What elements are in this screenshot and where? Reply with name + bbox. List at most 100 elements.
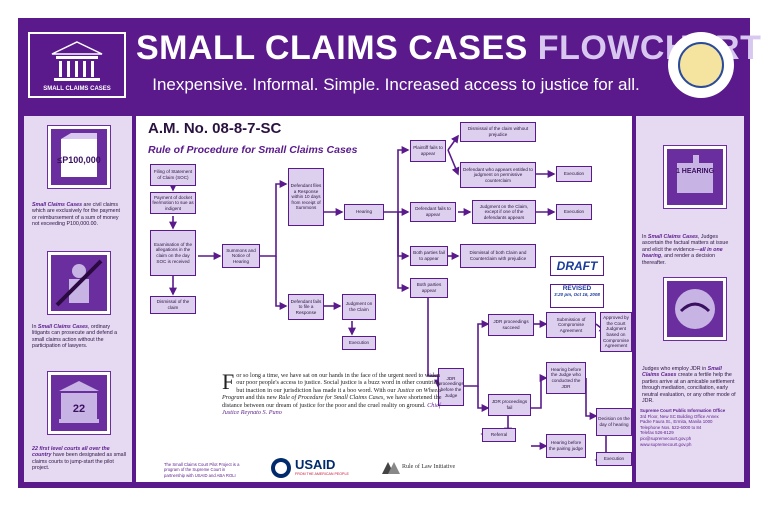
flow-plaintiff-fails: Plaintiff fails to appear: [410, 140, 446, 162]
rol-text: Rule of Law Initiative: [402, 464, 456, 470]
courts-count-text: 22: [72, 403, 86, 415]
no-lawyers-pre: In: [32, 324, 37, 330]
jdr-pre: Judges who employ JDR in: [642, 366, 707, 372]
am-number: A.M. No. 08-8-7-SC: [148, 120, 282, 137]
quote-signature: Chief Justice Reynato S. Puno: [222, 401, 441, 417]
contact-title: Supreme Court Public Information Office: [640, 408, 726, 413]
title-part-a: SMALL CLAIMS CASES: [136, 29, 528, 67]
flow-referral: Referral: [482, 428, 516, 442]
no-lawyer-icon: [55, 259, 103, 307]
right-info-panel: 1 HEARING In Small Claims Cases, Judges …: [636, 116, 744, 482]
flow-defendant-fails: Defendant fails to file a Response: [288, 294, 324, 320]
one-hearing-text: 1 HEARING: [675, 168, 715, 175]
flow-hearing-pairing: Hearing before the pairing judge: [546, 434, 586, 458]
flow-dismissal-no-prejudice: Dismissal of the claim without prejudice: [460, 122, 536, 142]
flow-jdr-succeed: JDR proceedings succeed: [488, 314, 534, 336]
page-title: SMALL CLAIMS CASES FLOWCHART: [136, 28, 761, 68]
draft-stamp: DRAFT: [550, 256, 604, 276]
revised-stamp: REVISED 3:20 pm, Oct 16, 2008: [550, 284, 604, 308]
courthouse-icon: [51, 41, 103, 81]
flow-jdr-fail: JDR proceedings fail: [488, 394, 531, 416]
flow-approved: Approved by the Court Judgment based on …: [600, 312, 632, 352]
flow-jdr-proceedings: JDR proceedings before the Judge: [438, 368, 464, 406]
definition-highlight: Small Claims Cases: [32, 202, 83, 208]
flow-execution-1: Execution: [342, 336, 376, 350]
quote-italic-2: Rule of Procedure for Small Claims Cases: [278, 394, 384, 402]
flow-execution-4: Execution: [596, 452, 632, 466]
revised-label: REVISED: [562, 285, 592, 292]
document-icon: [61, 133, 97, 177]
no-lawyers-highlight: Small Claims Cases: [37, 324, 88, 330]
usaid-logo: USAID FROM THE AMERICAN PEOPLE: [270, 456, 354, 480]
flow-summons: Summons and Notice of Hearing: [222, 244, 260, 268]
no-lawyers-box: [48, 252, 110, 314]
hearing-pre: In: [642, 234, 647, 240]
flow-both-appear: Both parties appear: [410, 278, 448, 298]
flow-payment: Payment of docket fee/motion to sue as i…: [150, 192, 196, 214]
contact-line: Telefax 526-8129: [640, 430, 674, 436]
rule-of-law-logo: Rule of Law Initiative: [382, 458, 464, 480]
handshake-icon: [675, 289, 715, 329]
jdr-description: Judges who employ JDR in Small Claims Ca…: [642, 366, 738, 404]
revised-date: 3:20 pm, Oct 16, 2008: [554, 292, 600, 297]
contact-website[interactable]: www.supremecourt.gov.ph: [640, 441, 692, 447]
courts-count-box: 22: [48, 372, 110, 434]
small-claims-definition: Small Claims Cases are civil claims whic…: [32, 202, 126, 228]
flow-connectors: [169, 134, 608, 464]
partnership-note: The Small Claims Court Pilot Project is …: [164, 462, 240, 478]
jdr-box: [664, 278, 726, 340]
usaid-seal-icon: [271, 458, 291, 478]
flow-dismissal-claim: Dismissal of the claim: [150, 296, 196, 314]
flow-decision: Decision on the day of hearing: [596, 408, 632, 436]
definition-rest: are civil claims which are exclusively f…: [32, 202, 121, 228]
no-lawyers-text: In Small Claims Cases, ordinary litigant…: [32, 324, 126, 350]
no-lawyers-rest: , ordinary litigants can prosecute and d…: [32, 324, 118, 350]
header: SMALL CLAIMS CASES SMALL CLAIMS CASES FL…: [18, 18, 761, 112]
flow-dismissal-both: Dismissal of both Claim and Counterclaim…: [460, 244, 536, 268]
jdr-rest: create a fertile help the parties arrive…: [642, 372, 736, 405]
flow-filing: Filing of Statement of Claim (SOC): [150, 164, 196, 186]
usaid-subtext: FROM THE AMERICAN PEOPLE: [295, 472, 349, 476]
supreme-court-seal: [668, 32, 734, 98]
courts-count-description: 22 first level courts all over the count…: [32, 446, 126, 472]
flowchart-area: A.M. No. 08-8-7-SC Rule of Procedure for…: [136, 116, 632, 482]
quote-end: , we have shortened the distance between…: [222, 394, 442, 409]
contact-line: 3rd Floor, New SC Building Office Annex: [640, 413, 719, 419]
aba-icon: [382, 462, 400, 474]
logo-label: SMALL CLAIMS CASES: [43, 86, 111, 92]
flow-hearing: Hearing: [344, 204, 384, 220]
contact-email[interactable]: pio@supremecourt.gov.ph: [640, 435, 692, 441]
quote-text: or so long a time, we have sat on our ha…: [236, 372, 441, 394]
hearing-rest: , and render a decision thereafter.: [642, 253, 716, 266]
seal-emblem-icon: [678, 42, 724, 88]
contact-info: Supreme Court Public Information Office …: [640, 408, 742, 447]
contact-line: Padre Faura St., Ermita, Manila 1000: [640, 419, 713, 425]
court-building-icon: [59, 381, 99, 423]
quote-mid: and this new: [245, 394, 277, 402]
jdr-highlight: Small Claims Cases: [642, 366, 722, 379]
contact-line: Telephone Nos. 522-6000 to 84: [640, 424, 702, 430]
flow-judgment-claim: Judgment on the Claim: [342, 294, 376, 320]
rule-title: Rule of Procedure for Small Claims Cases: [148, 144, 358, 156]
quote-dropcap: F: [222, 369, 235, 394]
one-hearing-description: In Small Claims Cases, Judges ascertain …: [642, 234, 738, 266]
hearing-mid: , Judges ascertain the factual matters a…: [642, 234, 729, 253]
flow-defendant-files: Defendant files a Response within 10 day…: [288, 168, 324, 226]
hearing-highlight-2: all in one hearing: [642, 246, 723, 260]
page-subtitle: Inexpensive. Informal. Simple. Increased…: [152, 75, 640, 94]
flow-examination: Examination of the allegations in the cl…: [150, 230, 196, 276]
flow-both-fail: Both parties fail to appear: [410, 246, 448, 266]
flow-hearing-jdr-judge: Hearing before the Judge who conducted t…: [546, 362, 586, 394]
gavel-icon: [677, 155, 713, 193]
flow-defendant-fails-appear: Defendant fails to appear: [410, 202, 456, 222]
flow-defendant-entitled: Defendant who appears entitled to judgme…: [460, 162, 536, 188]
money-limit-box: ≤P100,000: [48, 126, 110, 188]
poster: SMALL CLAIMS CASES SMALL CLAIMS CASES FL…: [18, 18, 761, 488]
hearing-highlight: Small Claims Cases: [647, 234, 698, 240]
usaid-text: USAID: [295, 457, 336, 472]
quote-italic-1: Justice on Wheels Program: [222, 386, 442, 402]
money-limit-text: ≤P100,000: [57, 155, 101, 165]
courts-highlight: 22 first level courts all over the count…: [32, 446, 110, 459]
one-hearing-box: 1 HEARING: [664, 146, 726, 208]
